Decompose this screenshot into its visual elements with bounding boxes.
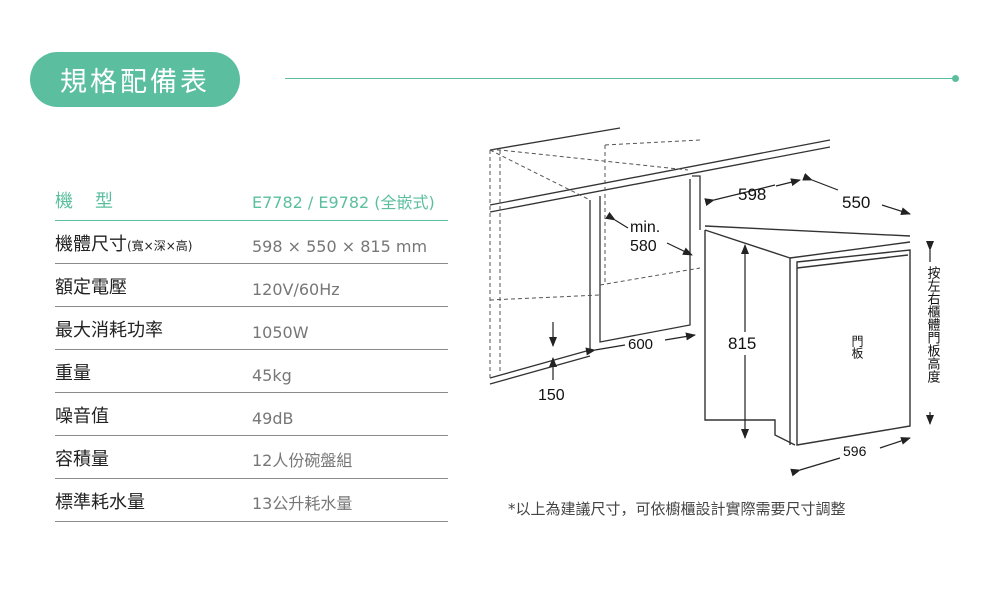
min-value-label: 580 — [630, 238, 657, 255]
footnote: *以上為建議尺寸，可依櫥櫃設計實際需要尺寸調整 — [508, 500, 846, 518]
spec-label-sub: (寬×深×高) — [127, 239, 193, 253]
cabinet-outline — [489, 127, 831, 385]
min-label: min. — [630, 219, 660, 236]
door-width-label: 596 — [843, 443, 867, 459]
spec-label: 容積量 — [55, 449, 109, 470]
spec-label: 重量 — [55, 363, 91, 384]
spec-label: 最大消耗功率 — [55, 320, 163, 341]
spec-row: 機體尺寸(寬×深×高) 598 × 550 × 815 mm — [55, 221, 448, 264]
spec-label: 機型 — [55, 191, 135, 212]
spec-row-model: 機型 E7782 / E9782 (全嵌式) — [55, 178, 448, 221]
spec-row: 最大消耗功率 1050W — [55, 307, 448, 350]
height-label: 815 — [728, 334, 756, 353]
spec-value: 49dB — [252, 409, 294, 428]
spec-label: 機體尺寸(寬×深×高) — [55, 230, 192, 256]
spec-label: 噪音值 — [55, 406, 109, 427]
spec-label-main: 機體尺寸 — [55, 234, 127, 255]
title-divider-dot — [952, 75, 959, 82]
spec-row: 額定電壓 120V/60Hz — [55, 264, 448, 307]
spec-value: 12人份碗盤組 — [252, 451, 353, 470]
spec-row: 重量 45kg — [55, 350, 448, 393]
depth-label: 550 — [842, 193, 870, 212]
door-panel-label: 門板 — [850, 335, 864, 360]
dimension-lines — [549, 173, 934, 477]
spec-value: 45kg — [252, 366, 292, 385]
spec-label: 標準耗水量 — [55, 492, 145, 513]
title-divider — [285, 78, 955, 79]
dimension-labels: 598 550 min. 580 600 150 815 596 — [538, 185, 870, 459]
spec-value: 120V/60Hz — [252, 280, 340, 299]
section-title: 規格配備表 — [30, 52, 240, 107]
spec-row: 噪音值 49dB — [55, 393, 448, 436]
spec-value: 1050W — [252, 323, 309, 342]
cabinet-depth-label: 600 — [628, 336, 653, 353]
spec-row: 容積量 12人份碗盤組 — [55, 436, 448, 479]
spec-value: 13公升耗水量 — [252, 494, 353, 513]
plinth-label: 150 — [538, 387, 565, 404]
installation-diagram: 598 550 min. 580 600 150 815 596 門板 按左右櫃… — [489, 127, 941, 477]
spec-table: 機型 E7782 / E9782 (全嵌式) 機體尺寸(寬×深×高) 598 ×… — [55, 178, 448, 522]
spec-value: E7782 / E9782 (全嵌式) — [252, 193, 435, 212]
dishwasher-outline — [704, 225, 911, 446]
cabinet-hidden-lines — [489, 139, 701, 378]
spec-value: 598 × 550 × 815 mm — [252, 237, 428, 256]
side-panel-note: 按左右櫃體門板高度 — [925, 266, 941, 383]
width-label: 598 — [738, 185, 766, 204]
spec-label: 額定電壓 — [55, 277, 127, 298]
spec-row: 標準耗水量 13公升耗水量 — [55, 479, 448, 522]
